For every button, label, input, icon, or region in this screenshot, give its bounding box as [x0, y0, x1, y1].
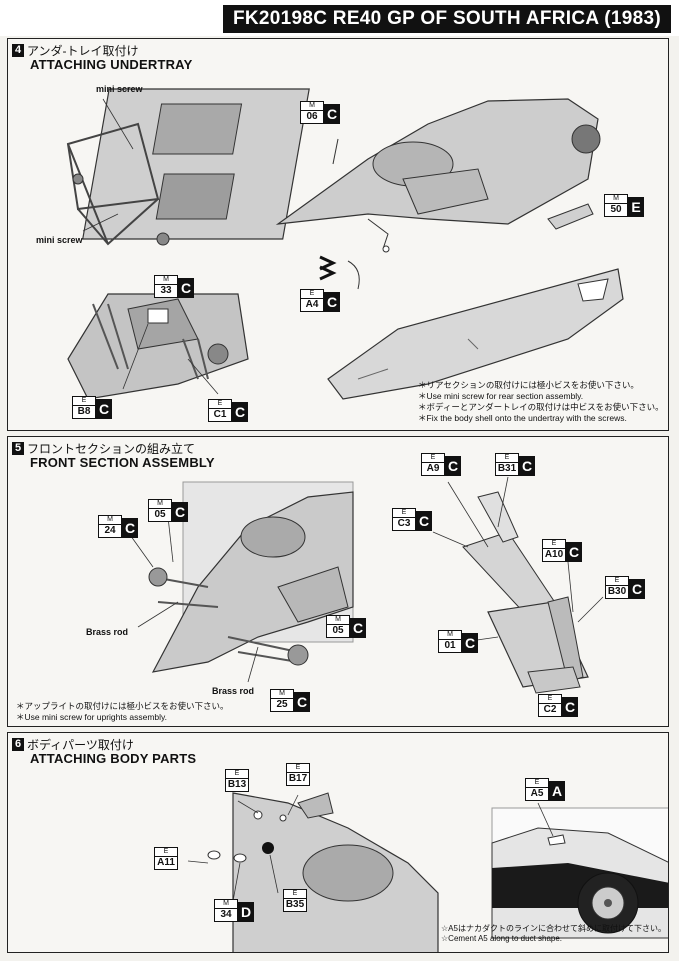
step-6-title-jp: ボディパーツ取付け	[27, 738, 134, 752]
document-title: FK20198C RE40 GP OF SOUTH AFRICA (1983)	[222, 5, 671, 33]
step-6-header: 6 ボディパーツ取付け	[12, 736, 134, 753]
step-6-notes: ☆A5はナカダクトのラインに合わせて斜めに取付けて下さい。 ☆Cement A5…	[441, 924, 666, 943]
step-5-title-en: FRONT SECTION ASSEMBLY	[30, 455, 215, 470]
mini-screw-label-2: mini screw	[36, 235, 83, 245]
step-5-illustration	[127, 476, 604, 694]
step-5-panel: 5 フロントセクションの組み立て FRONT SECTION ASSEMBLY …	[7, 436, 669, 727]
brass-rod-label-2: Brass rod	[212, 686, 255, 696]
step-5-number: 5	[12, 442, 24, 455]
step-4-notes: ＊リアセクションの取付けには極小ビスをお使い下さい。 ＊Use mini scr…	[418, 380, 664, 423]
step-4-title-jp: アンダ-トレイ取付け	[27, 44, 139, 58]
step-4-title-en: ATTACHING UNDERTRAY	[30, 57, 193, 72]
header: FK20198C RE40 GP OF SOUTH AFRICA (1983)	[0, 0, 679, 36]
step-4-header: 4 アンダ-トレイ取付け	[12, 42, 139, 59]
step-4-panel: 4 アンダ-トレイ取付け ATTACHING UNDERTRAY	[7, 38, 669, 431]
step-6-number: 6	[12, 738, 24, 751]
step-5-notes: ＊アップライトの取付けには極小ビスをお使い下さい。 ＊Use mini scre…	[16, 701, 229, 722]
brass-rod-label-1: Brass rod	[86, 627, 129, 637]
mini-screw-label-1: mini screw	[96, 84, 143, 94]
step-4-illustration	[66, 88, 624, 400]
step-6-title-en: ATTACHING BODY PARTS	[30, 751, 197, 766]
step-4-number: 4	[12, 44, 24, 57]
step-6-illustration	[187, 792, 668, 952]
step-5-header: 5 フロントセクションの組み立て	[12, 440, 195, 457]
step-5-title-jp: フロントセクションの組み立て	[27, 442, 196, 456]
